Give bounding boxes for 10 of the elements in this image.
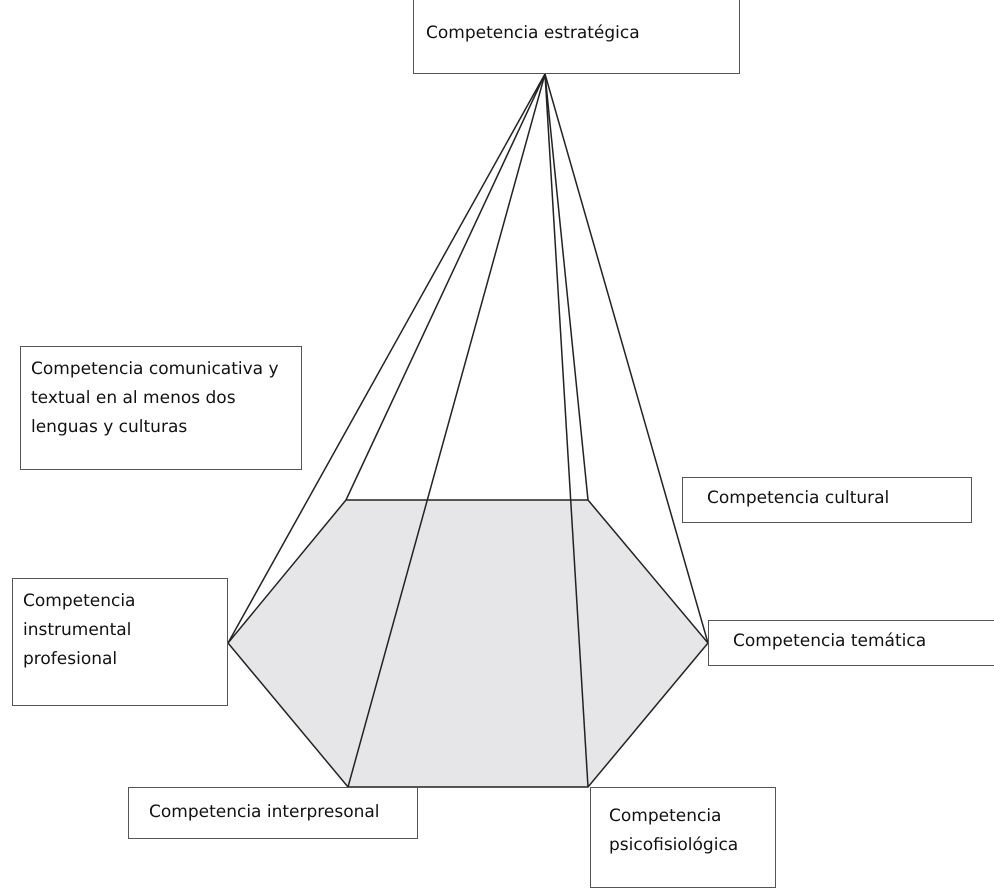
pyramid-edge-line xyxy=(544,74,709,644)
label-box: Competencia cultural xyxy=(682,477,972,523)
label-box: Competencia instrumental profesional xyxy=(12,578,228,706)
pyramid-edge-line xyxy=(227,74,546,644)
pyramid-base xyxy=(227,499,709,788)
label-box: Competencia comunicativa y textual en al menos dos lenguas y culturas xyxy=(20,346,302,470)
label-box: Competencia psicofisiológica xyxy=(590,787,776,888)
label-box: Competencia estratégica xyxy=(413,0,740,74)
label-box: Competencia interpresonal xyxy=(128,787,418,839)
label-box: Competencia temática xyxy=(708,620,994,666)
